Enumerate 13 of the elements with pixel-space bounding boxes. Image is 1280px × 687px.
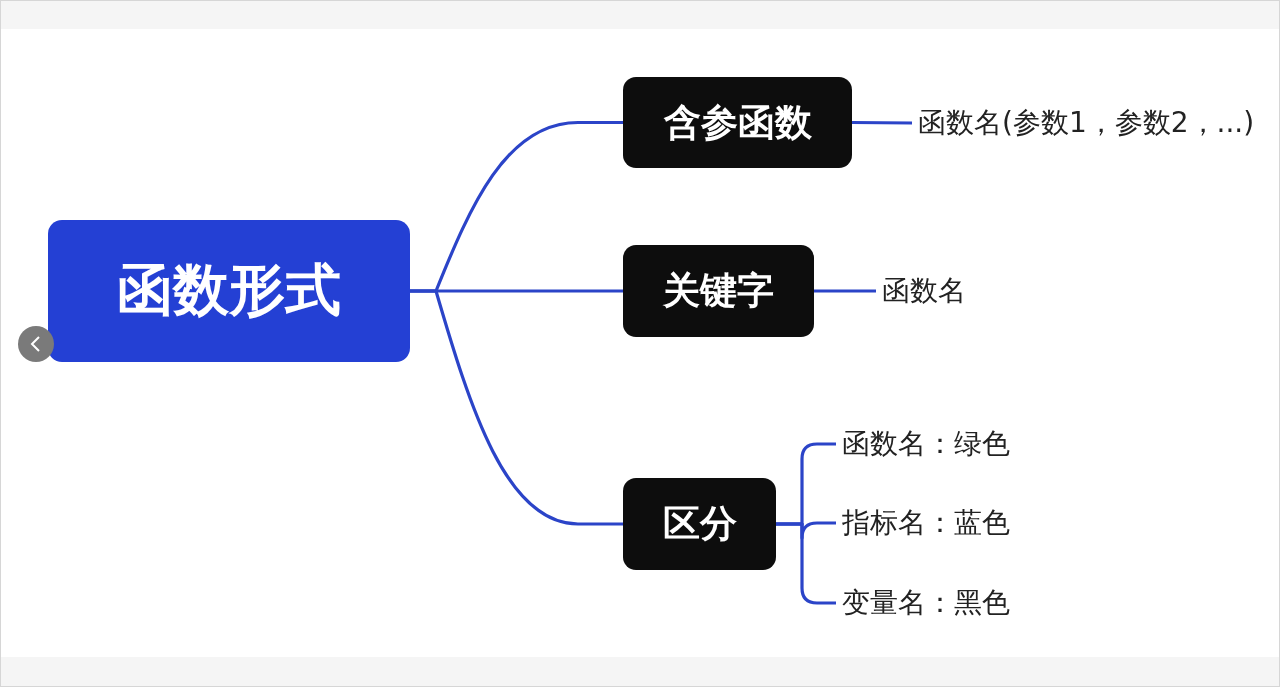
leaf-text: 指标名：蓝色	[842, 503, 1010, 543]
root-topic-box: 函数形式	[48, 220, 410, 362]
connector-line	[776, 522, 836, 605]
connector-line	[814, 289, 876, 293]
leaf-text: 函数名：绿色	[842, 424, 1010, 464]
leaf-text: 函数名(参数1，参数2，...)	[918, 103, 1255, 143]
leaf-text: 函数名	[882, 271, 966, 311]
leaf-text: 变量名：黑色	[842, 583, 1010, 623]
topic-box: 含参函数	[623, 77, 852, 168]
topic-box: 关键字	[623, 245, 814, 337]
connector-line	[410, 289, 623, 526]
connector-line	[852, 120, 912, 125]
topic-box: 区分	[623, 478, 776, 570]
